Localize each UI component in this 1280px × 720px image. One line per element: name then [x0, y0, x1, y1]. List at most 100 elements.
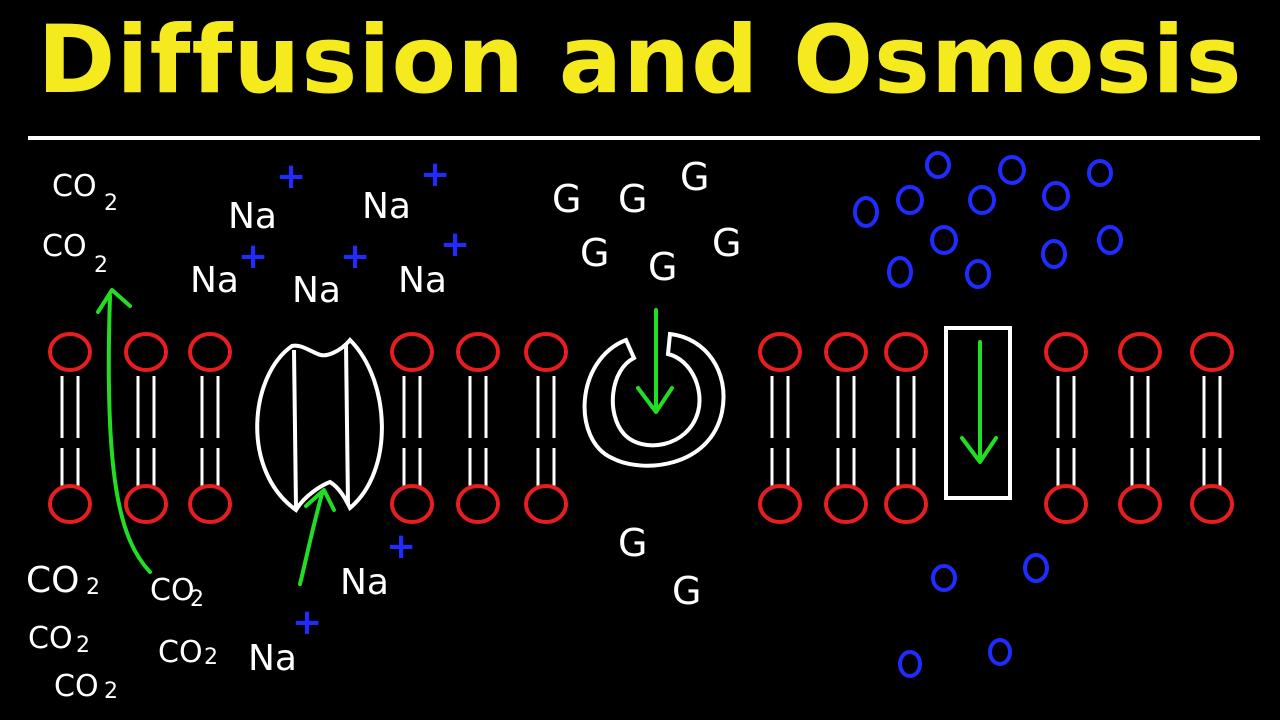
aquaporin-icon: [944, 326, 1012, 500]
glucose-label: G: [552, 177, 581, 221]
svg-text:CO: CO: [54, 669, 99, 704]
svg-text:+: +: [238, 236, 268, 277]
svg-text:+: +: [292, 602, 322, 643]
arrow-head: [636, 386, 674, 414]
water-molecule-icon: [853, 196, 879, 228]
svg-text:+: +: [420, 154, 450, 195]
transport-arrow: [636, 308, 674, 414]
phospholipid: [48, 332, 92, 524]
svg-text:CO: CO: [158, 635, 203, 670]
water-molecule-icon: [925, 151, 951, 179]
phospholipid-head: [188, 332, 232, 372]
sodium-ion: Na+: [248, 602, 322, 679]
svg-text:2: 2: [86, 575, 100, 600]
phospholipid-head: [390, 332, 434, 372]
phospholipid: [124, 332, 168, 524]
glucose-label: G: [672, 569, 701, 613]
phospholipid: [1190, 332, 1234, 524]
phospholipid-head: [390, 484, 434, 524]
phospholipid-head: [758, 484, 802, 524]
water-molecules: [853, 151, 1123, 678]
phospholipid-head: [884, 332, 928, 372]
phospholipid-head: [824, 332, 868, 372]
svg-text:Na: Na: [398, 260, 447, 301]
svg-text:Na: Na: [248, 638, 297, 679]
water-molecule-icon: [896, 185, 924, 215]
phospholipid-head: [1190, 332, 1234, 372]
phospholipid-head: [456, 484, 500, 524]
phospholipid: [824, 332, 868, 524]
glucose-label: G: [680, 155, 709, 199]
transport-arrows: [96, 288, 998, 586]
phospholipid: [884, 332, 928, 524]
svg-text:Na: Na: [228, 196, 277, 237]
svg-text:2: 2: [76, 633, 90, 658]
svg-text:2: 2: [94, 253, 108, 278]
phospholipid-head: [48, 332, 92, 372]
glucose-label: G: [618, 177, 647, 221]
phospholipid-head: [1118, 484, 1162, 524]
svg-text:2: 2: [204, 645, 218, 670]
water-molecule-icon: [1097, 225, 1123, 255]
membrane-proteins: [255, 326, 1012, 513]
arrow-head: [96, 288, 132, 314]
water-molecule-icon: [1023, 553, 1049, 583]
glucose-molecules: G G G G G G G G: [552, 155, 741, 613]
svg-text:+: +: [340, 236, 370, 277]
channel-wall: [344, 343, 350, 505]
svg-text:Na: Na: [340, 562, 389, 603]
glucose-label: G: [618, 521, 647, 565]
phospholipid-head: [1044, 332, 1088, 372]
svg-text:2: 2: [104, 191, 118, 216]
sodium-ion: Na+: [362, 154, 450, 227]
arrow-shaft: [298, 492, 324, 586]
water-molecule-icon: [968, 185, 996, 215]
glucose-label: G: [580, 231, 609, 275]
phospholipid: [390, 332, 434, 524]
phospholipid: [758, 332, 802, 524]
phospholipid: [456, 332, 500, 524]
water-molecule-icon: [898, 650, 922, 678]
phospholipid-head: [884, 484, 928, 524]
svg-text:Na: Na: [362, 186, 411, 227]
arrow-shaft: [106, 294, 152, 574]
channel-wall: [292, 349, 298, 509]
transport-arrow: [96, 288, 152, 574]
water-molecule-icon: [930, 225, 958, 255]
svg-text:Na: Na: [190, 260, 239, 301]
phospholipid-head: [456, 332, 500, 372]
channel-outline: [255, 337, 384, 513]
phospholipid: [1118, 332, 1162, 524]
phospholipid-head: [1118, 332, 1162, 372]
svg-text:+: +: [276, 156, 306, 197]
co2-label: CO 2: [52, 169, 118, 216]
svg-text:CO: CO: [28, 621, 73, 656]
water-molecule-icon: [931, 564, 957, 592]
phospholipid-head: [524, 332, 568, 372]
glucose-label: G: [712, 221, 741, 265]
phospholipid-head: [758, 332, 802, 372]
sodium-ion: Na+: [292, 236, 370, 311]
svg-text:2: 2: [104, 679, 118, 704]
phospholipid: [524, 332, 568, 524]
svg-text:CO: CO: [52, 169, 97, 204]
co2-label: CO2: [150, 573, 204, 612]
glucose-label: G: [648, 245, 677, 289]
carrier-outline: [582, 331, 726, 468]
title-divider: [28, 136, 1260, 140]
phospholipid-head: [188, 484, 232, 524]
svg-text:2: 2: [190, 587, 204, 612]
svg-text:CO: CO: [42, 229, 87, 264]
sodium-ions: Na+ Na+ Na+ Na+ Na+ Na+ Na+: [190, 154, 470, 679]
svg-text:CO: CO: [150, 573, 195, 608]
water-molecule-icon: [1087, 159, 1113, 187]
sodium-ion: Na+: [398, 224, 470, 301]
carrier-protein-icon: [582, 331, 726, 468]
phospholipid-head: [1044, 484, 1088, 524]
phospholipid-head: [124, 484, 168, 524]
svg-text:CO: CO: [26, 560, 79, 601]
